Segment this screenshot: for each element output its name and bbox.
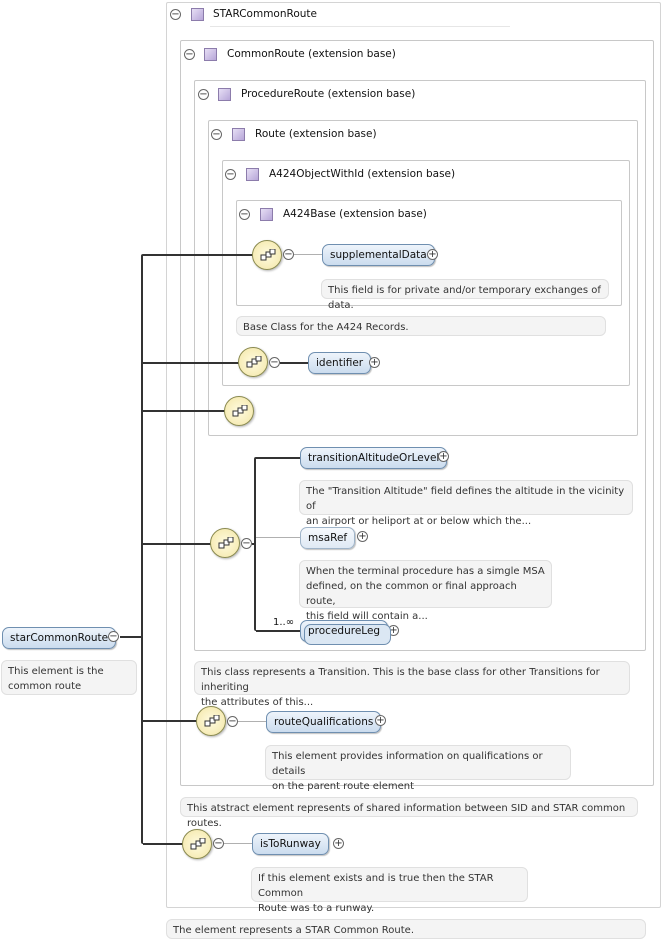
sequence-compositor-procedureroute[interactable] xyxy=(210,528,240,558)
complex-type-icon xyxy=(204,48,217,61)
complex-type-icon xyxy=(191,8,204,21)
collapse-icon[interactable]: − xyxy=(239,209,250,220)
element-procedureleg[interactable]: procedureLeg xyxy=(300,620,392,645)
doc-line: on the parent route element xyxy=(272,781,415,792)
complex-type-icon xyxy=(246,168,259,181)
connector-starcommonroute-seq xyxy=(143,843,183,845)
collapse-icon[interactable]: − xyxy=(283,249,294,260)
collapse-icon[interactable]: − xyxy=(227,716,238,727)
collapse-icon[interactable]: − xyxy=(108,631,119,642)
expand-icon[interactable]: + xyxy=(333,838,344,849)
doc-line: this field will contain a... xyxy=(306,611,428,622)
doc-line: common route xyxy=(8,681,82,692)
element-supplementaldata[interactable]: supplementalData xyxy=(322,244,435,266)
doc-line: When the terminal procedure has a simgle… xyxy=(306,566,545,577)
complex-type-icon xyxy=(218,88,231,101)
sequence-compositor-icon xyxy=(204,715,220,727)
a424objectwithid-title: A424ObjectWithId (extension base) xyxy=(269,168,456,180)
collapse-icon[interactable]: − xyxy=(269,357,280,368)
element-istorunway[interactable]: isToRunway xyxy=(252,833,329,855)
main-vertical-connector xyxy=(141,254,143,844)
element-msaref[interactable]: msaRef xyxy=(300,527,356,549)
doc-line: This class represents a Transition. This… xyxy=(201,667,600,693)
msaref-doc: When the terminal procedure has a simgle… xyxy=(299,560,552,622)
connector-route-seq xyxy=(143,410,225,412)
branch-transitionaltitude xyxy=(256,457,300,459)
doc-line: an airport or heliport at or below which… xyxy=(306,516,532,527)
procedure-branch-stem xyxy=(252,543,256,545)
doc-line: The "Transition Altitude" field defines … xyxy=(306,486,625,512)
sequence-compositor-icon xyxy=(190,838,206,850)
connector-procedureroute-seq xyxy=(143,543,211,545)
collapse-icon[interactable]: − xyxy=(198,89,209,100)
procedureroute-title: ProcedureRoute (extension base) xyxy=(241,88,416,100)
sequence-compositor-a424base[interactable] xyxy=(252,240,282,270)
a424base-title: A424Base (extension base) xyxy=(283,208,427,220)
expand-icon[interactable]: + xyxy=(438,451,449,462)
commonroute-title: CommonRoute (extension base) xyxy=(227,48,396,60)
root-element-starcommonroute[interactable]: starCommonRoute xyxy=(2,627,117,649)
a424objectwithid-base-box xyxy=(222,160,630,386)
element-routequalifications[interactable]: routeQualifications xyxy=(266,711,382,733)
collapse-icon[interactable]: − xyxy=(211,129,222,140)
sequence-compositor-starcommonroute[interactable] xyxy=(182,829,212,859)
istorunway-doc: If this element exists and is true then … xyxy=(251,867,528,914)
sequence-compositor-icon xyxy=(260,249,276,261)
stub-istorunway xyxy=(224,843,252,844)
procedureleg-cardinality: 1..∞ xyxy=(273,617,295,628)
transitionaltitude-doc: The "Transition Altitude" field defines … xyxy=(299,480,633,527)
root-element-doc: This element is the common route xyxy=(1,660,137,695)
starcommonroute-type-doc: The element represents a STAR Common Rou… xyxy=(166,919,646,939)
sequence-compositor-icon xyxy=(246,356,262,368)
collapse-icon[interactable]: − xyxy=(241,538,252,549)
branch-msaref xyxy=(256,537,300,538)
sequence-compositor-a424objectwithid[interactable] xyxy=(238,347,268,377)
doc-line: defined, on the common or final approach… xyxy=(306,581,517,607)
a424base-base-box xyxy=(236,200,622,306)
collapse-icon[interactable]: − xyxy=(184,49,195,60)
sequence-compositor-commonroute[interactable] xyxy=(196,706,226,736)
root-connector xyxy=(120,636,142,638)
doc-line: This element provides information on qua… xyxy=(272,751,543,777)
stub-identifier xyxy=(280,362,308,364)
doc-line: If this element exists and is true then … xyxy=(258,873,494,899)
expand-icon[interactable]: + xyxy=(357,531,368,542)
doc-line: This element is the xyxy=(8,666,104,677)
procedureroute-doc: This class represents a Transition. This… xyxy=(194,661,630,708)
route-title: Route (extension base) xyxy=(255,128,377,140)
commonroute-base-box xyxy=(180,40,654,786)
sequence-compositor-route[interactable] xyxy=(224,396,254,426)
expand-icon[interactable]: + xyxy=(369,357,380,368)
element-identifier[interactable]: identifier xyxy=(308,352,372,374)
connector-supplementaldata xyxy=(143,254,254,256)
branch-procedureleg xyxy=(256,630,300,632)
route-base-box xyxy=(208,120,638,436)
collapse-icon[interactable]: − xyxy=(170,9,181,20)
expand-icon[interactable]: + xyxy=(375,715,386,726)
supplementaldata-doc: This field is for private and/or tempora… xyxy=(321,279,609,311)
header-underline xyxy=(210,26,510,27)
connector-identifier xyxy=(143,362,239,364)
collapse-icon[interactable]: − xyxy=(225,169,236,180)
procedureroute-base-box xyxy=(194,80,646,651)
type-title: STARCommonRoute xyxy=(213,8,317,20)
connector-commonroute-seq xyxy=(143,720,197,722)
complex-type-icon xyxy=(260,208,273,221)
a424objectwithid-doc: Base Class for the A424 Records. xyxy=(236,316,606,336)
commonroute-doc: This atstract element represents of shar… xyxy=(180,797,638,829)
starcommonroute-type-box xyxy=(166,2,661,908)
routequalifications-doc: This element provides information on qua… xyxy=(265,745,571,792)
expand-icon[interactable]: + xyxy=(427,249,438,260)
sequence-compositor-icon xyxy=(218,537,234,549)
element-transitionaltitudeorlevel[interactable]: transitionAltitudeOrLevel xyxy=(300,447,448,469)
stub-routequalifications xyxy=(238,721,266,722)
sequence-compositor-icon xyxy=(232,405,248,417)
doc-line: Route was to a runway. xyxy=(258,903,375,914)
doc-line: the attributes of this... xyxy=(201,697,314,708)
complex-type-icon xyxy=(232,128,245,141)
collapse-icon[interactable]: − xyxy=(213,838,224,849)
stub-supplementaldata xyxy=(294,254,322,255)
